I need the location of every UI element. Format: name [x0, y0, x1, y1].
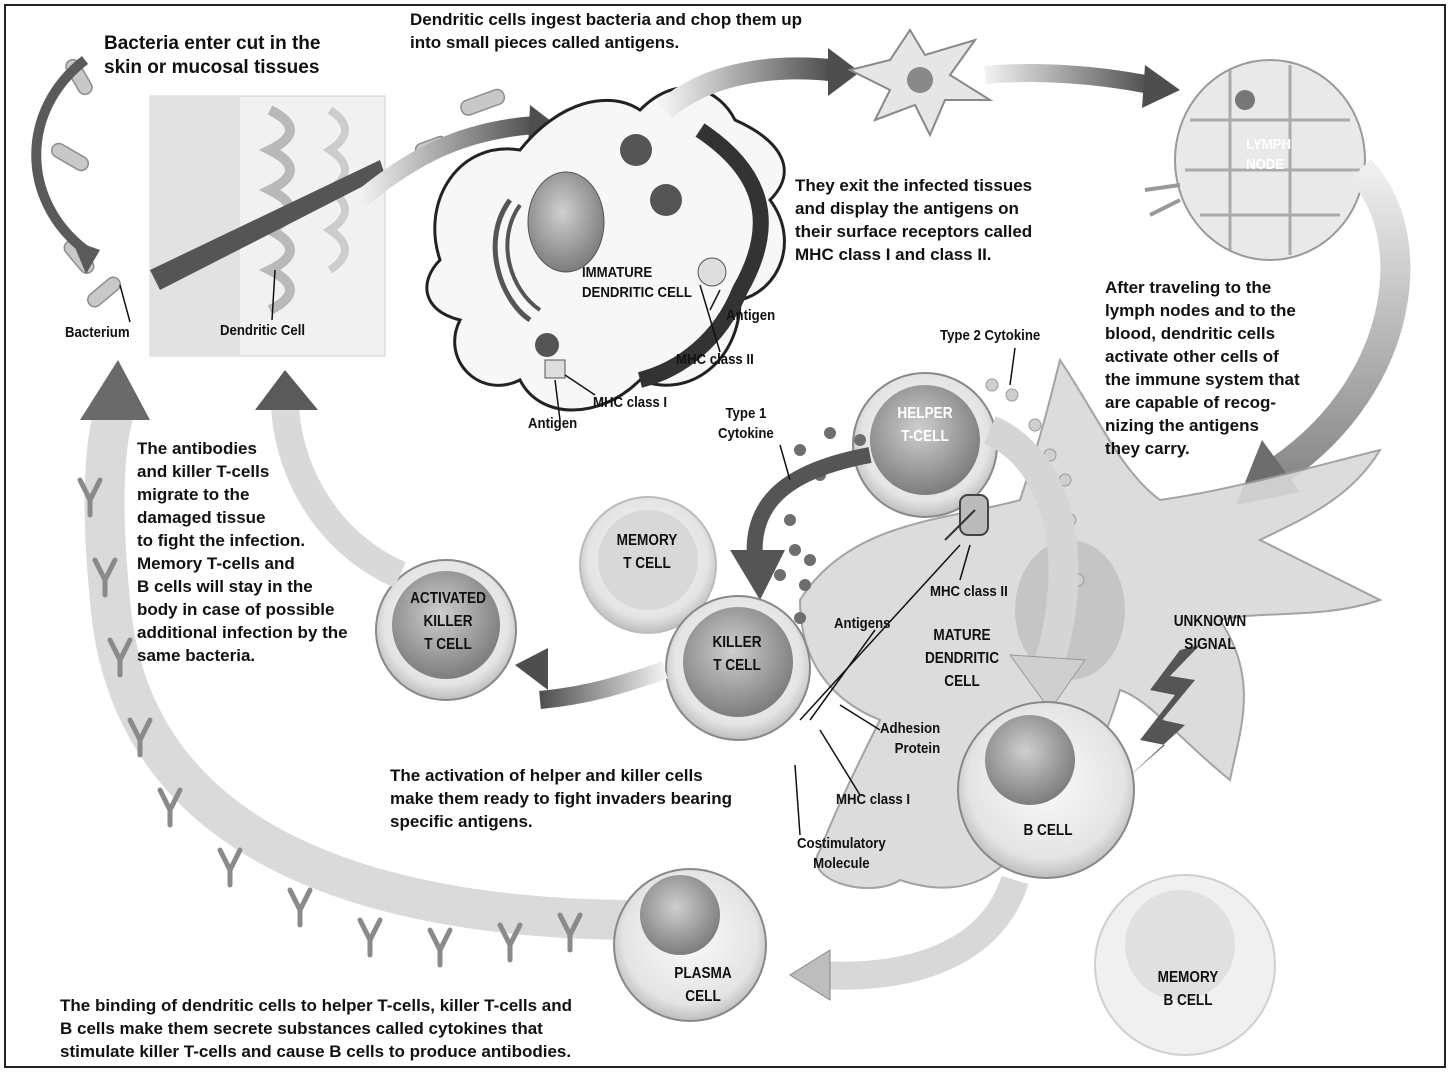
label-b-cell: B CELL: [1010, 819, 1087, 842]
label-immature-dc: IMMATURE DENDRITIC CELL: [582, 263, 692, 303]
label-costimulatory-molecule: Costimulatory Molecule: [797, 834, 886, 874]
star-to-lymph-arrow: [985, 73, 1150, 85]
label-mhc-class-i-low: MHC class I: [836, 790, 910, 810]
skin-tissue-panel: [150, 96, 385, 356]
label-type2-cytokine: Type 2 Cytokine: [940, 326, 1040, 346]
label-plasma-cell: PLASMA CELL: [665, 962, 742, 1008]
label-activated-killer-tcell: ACTIVATED KILLER T CELL: [406, 587, 491, 656]
label-mhc-class-ii-top: MHC class II: [676, 350, 754, 370]
dendritic-ingest-caption: Dendritic cells ingest bacteria and chop…: [410, 8, 802, 54]
b-cell-body: [958, 702, 1134, 878]
label-type1-cytokine: Type 1 Cytokine: [718, 404, 774, 444]
label-adhesion-protein: Adhesion Protein: [880, 719, 940, 759]
label-unknown-signal: UNKNOWN SIGNAL: [1168, 610, 1253, 656]
binding-caption: The binding of dendritic cells to helper…: [60, 994, 572, 1063]
activation-caption: The activation of helper and killer cell…: [390, 764, 732, 833]
label-memory-bcell: MEMORY B CELL: [1146, 966, 1231, 1012]
exit-tissues-caption: They exit the infected tissues and displ…: [795, 174, 1032, 266]
label-antigens: Antigens: [834, 614, 890, 634]
killer-to-activated-arrow: [540, 670, 665, 700]
label-memory-tcell: MEMORY T CELL: [609, 529, 686, 575]
memory-bcell-body: [1095, 875, 1275, 1055]
label-dendritic-cell: Dendritic Cell: [220, 321, 305, 341]
dc-to-star-arrow: [665, 68, 830, 110]
label-mhc-class-ii-mid: MHC class II: [930, 582, 1008, 602]
after-traveling-caption: After traveling to the lymph nodes and t…: [1105, 276, 1300, 460]
label-killer-tcell: KILLER T CELL: [699, 631, 776, 677]
bcell-to-plasma-arrow: [820, 880, 1015, 976]
helper-to-killer-arrow: [755, 455, 870, 560]
label-helper-tcell: HELPER T-CELL: [887, 402, 964, 448]
label-antigen-bottom: Antigen: [528, 414, 577, 434]
label-bacterium: Bacterium: [65, 323, 130, 343]
label-mature-dc: MATURE DENDRITIC CELL: [920, 624, 1005, 693]
migrating-dendritic-cell: [850, 30, 990, 135]
label-mhc-class-i-top: MHC class I: [593, 393, 667, 413]
label-antigen-top: Antigen: [726, 306, 775, 326]
bacteria-entry-title: Bacteria enter cut in the skin or mucosa…: [104, 32, 320, 80]
antibodies-migrate-caption: The antibodies and killer T-cells migrat…: [137, 437, 348, 667]
label-lymph-node: LYMPH NODE: [1246, 135, 1291, 175]
